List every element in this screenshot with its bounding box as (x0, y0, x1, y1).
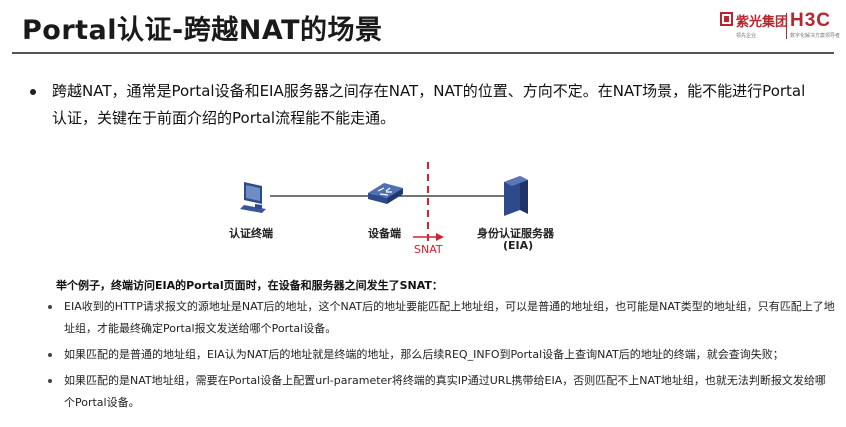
logo-brand-text: 紫光集团 (736, 15, 789, 30)
device-label: 设备端 (368, 227, 401, 240)
example-heading: 举个例子，终端访问EIA的Portal页面时，在设备和服务器之间发生了SNAT： (56, 279, 443, 292)
list-item: 如果匹配的是普通的地址组，EIA认为NAT后的地址就是终端的地址，那么后续REQ… (46, 344, 836, 366)
brand-mark-icon (720, 12, 733, 26)
device-switch-icon (368, 183, 403, 204)
logo-h3c-text: H3C (790, 10, 832, 31)
intro-paragraph: 跨越NAT，通常是Portal设备和EIA服务器之间存在NAT，NAT的位置、方… (30, 78, 820, 132)
bullet-dot-icon (48, 305, 52, 309)
title-divider (12, 52, 834, 54)
snat-arrow-icon (413, 233, 444, 241)
list-item: EIA收到的HTTP请求报文的源地址是NAT后的地址，这个NAT后的地址要能匹配… (46, 296, 836, 340)
slide-title: Portal认证-跨越NAT的场景 (22, 15, 383, 46)
intro-text: 跨越NAT，通常是Portal设备和EIA服务器之间存在NAT，NAT的位置、方… (52, 82, 806, 127)
list-item: 如果匹配的是NAT地址组，需要在Portal设备上配置url-parameter… (46, 370, 836, 414)
logo-tagline-right: 数字化解决方案领导者 (790, 33, 841, 39)
server-label: 身份认证服务器 (477, 227, 554, 240)
client-pc-icon (240, 182, 266, 213)
client-label: 认证终端 (229, 227, 273, 240)
bullet-text: 如果匹配的是NAT地址组，需要在Portal设备上配置url-parameter… (64, 374, 826, 409)
bullet-list: EIA收到的HTTP请求报文的源地址是NAT后的地址，这个NAT后的地址要能匹配… (46, 296, 836, 418)
bullet-text: 如果匹配的是普通的地址组，EIA认为NAT后的地址就是终端的地址，那么后续REQ… (64, 348, 784, 361)
server-icon (504, 176, 528, 216)
bullet-dot-icon (48, 379, 52, 383)
logo-tagline-left: 领先企业 (736, 33, 757, 39)
snat-label: SNAT (414, 243, 443, 256)
logo-separator (786, 13, 787, 39)
bullet-dot-icon (30, 89, 36, 95)
bullet-dot-icon (48, 353, 52, 357)
bullet-text: EIA收到的HTTP请求报文的源地址是NAT后的地址，这个NAT后的地址要能匹配… (64, 300, 835, 335)
server-sublabel: (EIA) (503, 239, 534, 252)
company-logo: 紫光集团 H3C 领先企业 数字化解决方案领导者 (720, 10, 841, 44)
